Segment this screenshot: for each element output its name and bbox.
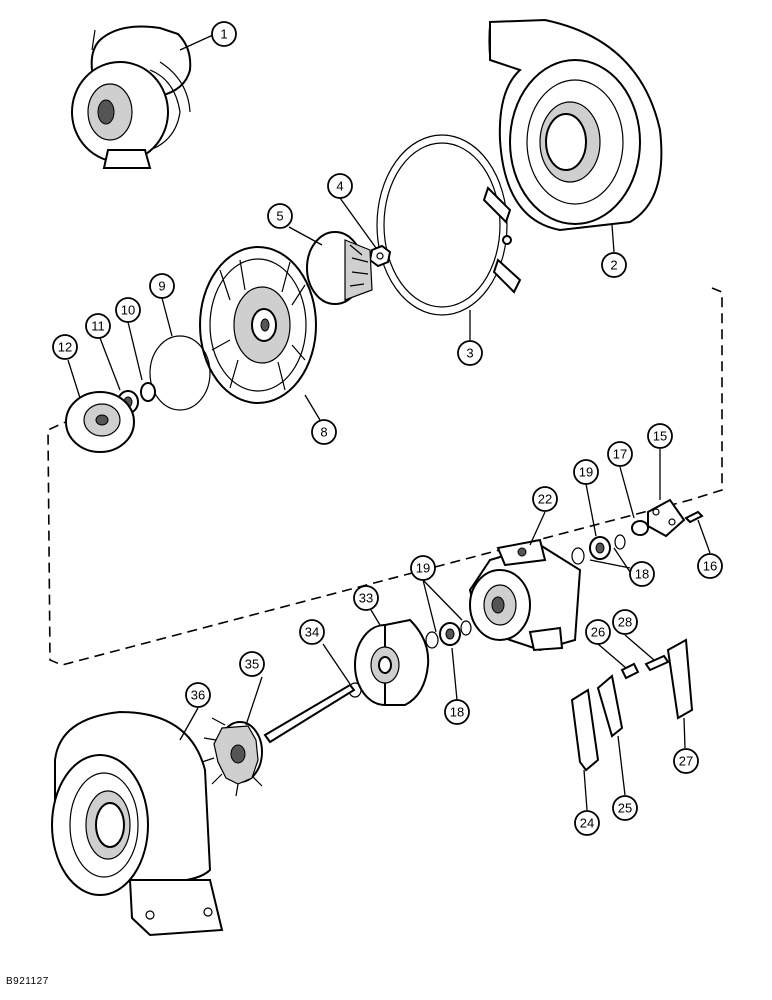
svg-text:35: 35: [245, 657, 259, 672]
bolt-26: [620, 662, 640, 680]
callout-19-upper: 19: [573, 459, 599, 485]
svg-text:4: 4: [336, 179, 343, 194]
svg-text:19: 19: [416, 561, 430, 576]
callout-33: 33: [353, 585, 379, 611]
callout-17: 17: [607, 441, 633, 467]
svg-text:28: 28: [618, 615, 632, 630]
callout-27: 27: [673, 748, 699, 774]
turbine-wheel-shaft: [201, 683, 356, 797]
svg-text:22: 22: [538, 492, 552, 507]
callout-35: 35: [239, 651, 265, 677]
svg-text:5: 5: [276, 209, 283, 224]
svg-text:18: 18: [635, 567, 649, 582]
bearing-set-right: [571, 534, 626, 565]
assembly-boundary-dashed-line: [47, 287, 723, 666]
svg-text:8: 8: [320, 425, 327, 440]
callout-4: 4: [327, 173, 353, 199]
washer: [631, 520, 649, 536]
callout-18-upper: 18: [629, 561, 655, 587]
callout-36: 36: [185, 682, 211, 708]
heat-shield: [354, 618, 430, 706]
callout-1: 1: [211, 21, 237, 47]
callout-15: 15: [647, 423, 673, 449]
svg-text:12: 12: [58, 340, 72, 355]
lock-plate-27: [666, 638, 694, 720]
callout-12: 12: [52, 334, 78, 360]
compressor-housing: [488, 18, 663, 232]
svg-text:15: 15: [653, 429, 667, 444]
ring: [140, 382, 156, 402]
svg-text:36: 36: [191, 688, 205, 703]
svg-text:19: 19: [579, 465, 593, 480]
v-band-clamp: [376, 134, 522, 316]
callout-28: 28: [612, 609, 638, 635]
lock-plate-25: [596, 674, 624, 738]
plate: [647, 498, 686, 538]
svg-text:33: 33: [359, 591, 373, 606]
backplate: [199, 246, 317, 404]
svg-text:9: 9: [158, 279, 165, 294]
lock-plate-24: [570, 688, 600, 772]
center-housing: [468, 538, 582, 652]
callout-24: 24: [574, 810, 600, 836]
callout-19-lower: 19: [410, 555, 436, 581]
svg-text:24: 24: [580, 816, 594, 831]
svg-text:34: 34: [305, 625, 319, 640]
bolt: [684, 510, 704, 524]
turbocharger-assembly: [71, 25, 192, 169]
callout-26: 26: [585, 619, 611, 645]
callout-11: 11: [85, 313, 111, 339]
svg-text:3: 3: [466, 346, 473, 361]
callout-18-lower: 18: [444, 699, 470, 725]
bolt-28: [644, 654, 670, 672]
callout-2: 2: [601, 252, 627, 278]
figure-code: B921127: [6, 976, 49, 987]
callout-34: 34: [299, 619, 325, 645]
svg-text:25: 25: [618, 801, 632, 816]
callout-10: 10: [115, 297, 141, 323]
svg-text:16: 16: [703, 559, 717, 574]
svg-text:11: 11: [91, 319, 105, 334]
turbine-housing: [51, 710, 224, 937]
svg-text:18: 18: [450, 705, 464, 720]
thrust-plate: [65, 391, 135, 453]
compressor-wheel: [306, 231, 373, 305]
callout-25: 25: [612, 795, 638, 821]
o-ring: [149, 335, 211, 411]
svg-text:2: 2: [610, 258, 617, 273]
svg-text:27: 27: [679, 754, 693, 769]
callout-3: 3: [457, 340, 483, 366]
svg-text:26: 26: [591, 625, 605, 640]
svg-text:17: 17: [613, 447, 627, 462]
leader-lines: [67, 34, 711, 811]
callout-5: 5: [267, 203, 293, 229]
bearing-set-left: [425, 620, 472, 649]
callout-9: 9: [149, 273, 175, 299]
svg-text:1: 1: [220, 27, 227, 42]
callout-8: 8: [311, 419, 337, 445]
nut: [368, 244, 392, 268]
callout-22: 22: [532, 486, 558, 512]
svg-text:10: 10: [121, 303, 135, 318]
callout-16: 16: [697, 553, 723, 579]
